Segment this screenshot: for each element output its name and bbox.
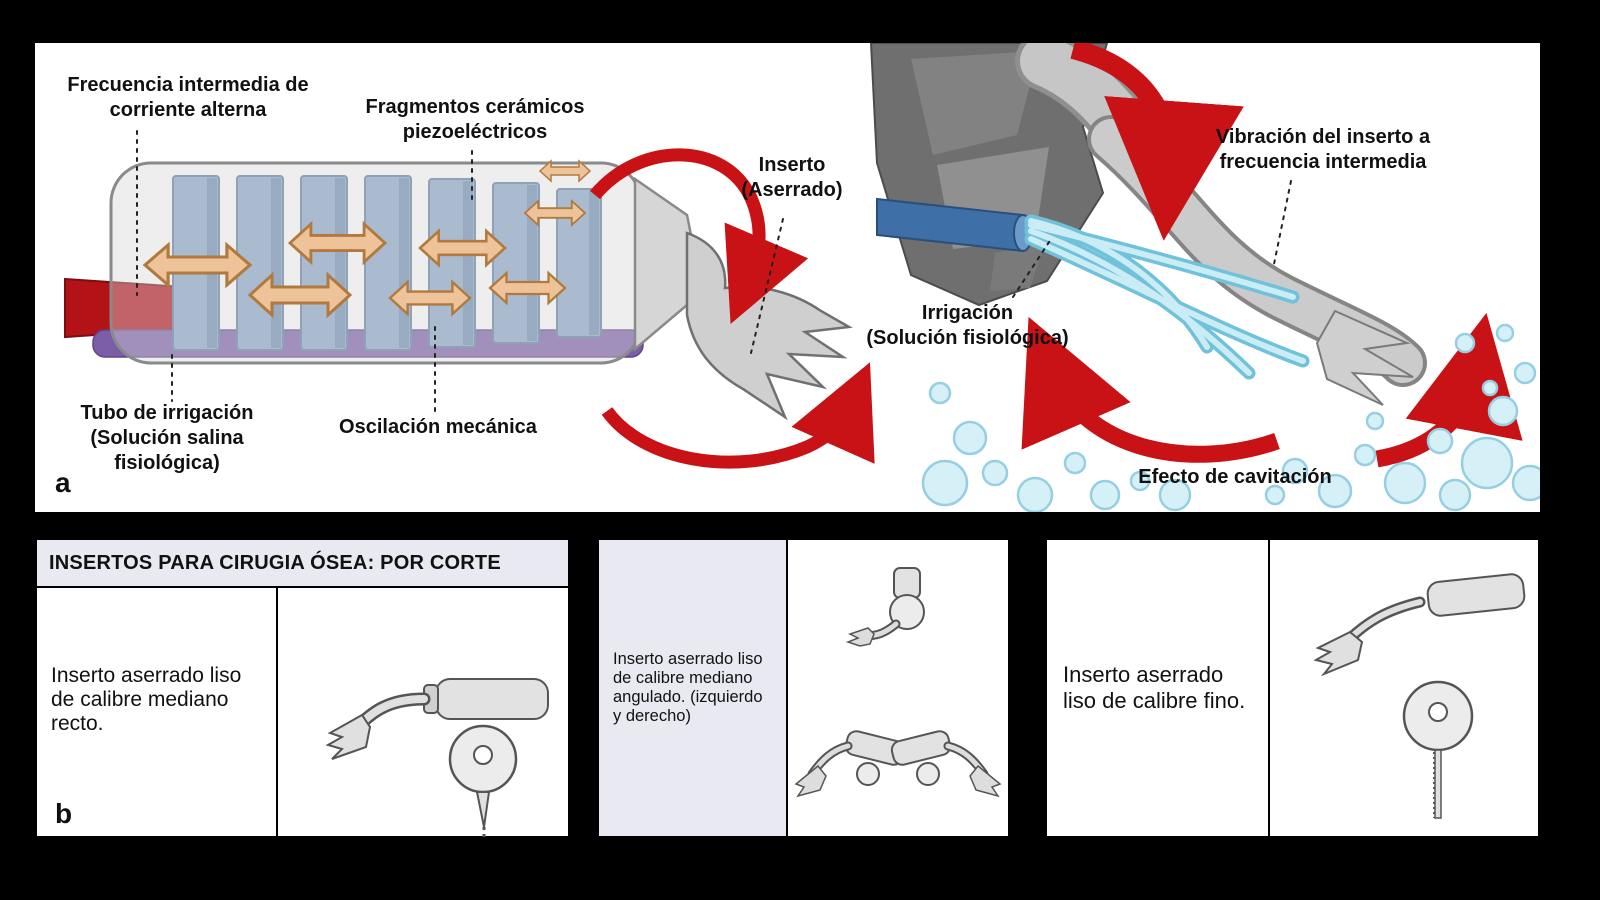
insert-fine-drawing — [1313, 573, 1526, 819]
cavitation-bubbles — [921, 323, 1540, 512]
insert-angled-description: Inserto aserrado liso de calibre mediano… — [613, 650, 763, 725]
label-ceramic: Fragmentos cerámicos piezoeléctricos — [365, 96, 585, 143]
insert-angled-drawing — [794, 567, 1002, 798]
label-vibration: Vibración del inserto a frecuencia inter… — [1215, 126, 1431, 173]
piezo-diagram-panel: Frecuencia intermedia de corriente alter… — [35, 43, 1540, 512]
insert-angled-description-cell: Inserto aserrado liso de calibre mediano… — [599, 540, 788, 836]
serrated-tip — [325, 713, 372, 760]
inserts-table-angled: Inserto aserrado liso de calibre mediano… — [597, 538, 1010, 838]
saw-insert — [685, 231, 853, 421]
insert-handle — [435, 678, 549, 720]
insert-fine-description-cell: Inserto aserrado liso de calibre fino. — [1047, 540, 1270, 836]
water-streams — [1024, 214, 1310, 380]
label-insert: Inserto (Aserrado) — [741, 154, 843, 201]
insert-fine-description: Inserto aserrado liso de calibre fino. — [1063, 662, 1246, 713]
serrated-tip — [845, 627, 875, 647]
vibration-arrow-left — [1021, 316, 1280, 463]
handpiece-cutaway — [64, 148, 875, 469]
label-irrigation: Irrigación (Solución fisiológica) — [866, 302, 1069, 349]
panel-b-letter: b — [55, 798, 73, 829]
label-cavitation: Efecto de cavitación — [1138, 466, 1332, 488]
insert-angled-image-cell — [788, 540, 1008, 836]
panel-a-letter: a — [55, 467, 71, 498]
label-irrigation-tube: Tubo de irrigación (Solución salina fisi… — [80, 402, 254, 474]
vibration-arrow-bottom — [601, 362, 875, 469]
insert-angled-right — [890, 730, 1002, 798]
insert-closeup — [136, 43, 1540, 512]
vibration-arrow-right — [1375, 312, 1523, 468]
insert-straight-image-cell — [278, 588, 568, 837]
vibration-arrow-upper — [1070, 43, 1244, 241]
label-frequency: Frecuencia intermedia de corriente alter… — [67, 74, 309, 121]
insert-fine-image-cell — [1270, 540, 1538, 836]
insert-tip — [1315, 309, 1414, 406]
insert-straight-drawing — [325, 678, 549, 837]
insert-angled-left — [794, 730, 906, 798]
inserts-table-straight: INSERTOS PARA CIRUGIA ÓSEA: POR CORTE In… — [35, 538, 570, 838]
piezo-diagram-drawing — [64, 43, 1540, 512]
leader-lines — [136, 130, 1292, 412]
vibration-arrow-top — [590, 148, 809, 325]
table-title: INSERTOS PARA CIRUGIA ÓSEA: POR CORTE — [37, 540, 568, 588]
insert-straight-description: Inserto aserrado liso de calibre mediano… — [51, 664, 242, 735]
insert-straight-description-cell: Inserto aserrado liso de calibre mediano… — [37, 588, 278, 836]
inserts-table-fine: Inserto aserrado liso de calibre fino. — [1045, 538, 1540, 838]
serrated-tip — [1313, 630, 1364, 677]
insert-handle — [1426, 573, 1526, 617]
label-oscillation: Oscilación mecánica — [339, 416, 537, 438]
